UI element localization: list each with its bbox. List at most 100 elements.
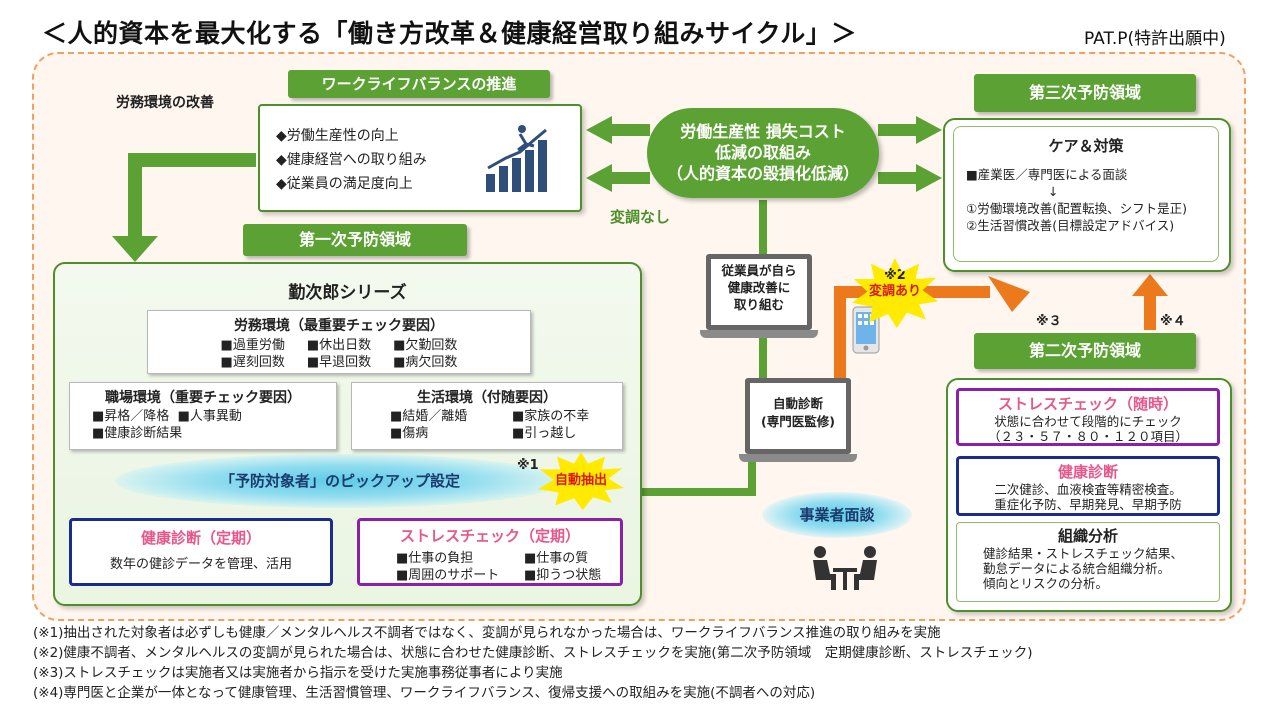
auto-diag-laptop: 自動診断 (専門医監修) — [739, 378, 857, 462]
labor-item: ■欠勤回数 — [393, 338, 458, 353]
workplace-title: 職場環境（重要チェック要因） — [105, 390, 301, 406]
arrow-wlb-to-primary — [128, 153, 256, 240]
laptop-screen: 従業員が自ら 健康改善に 取り組む — [706, 254, 812, 330]
tertiary-arrow-line: ↓ — [1048, 184, 1059, 199]
wlb-item: ◆健康経営への取り組み — [276, 152, 427, 168]
footnote: (※3)ストレスチェックは実施者又は実施者から指示を受けた実施事務従事者により実… — [33, 665, 563, 681]
tertiary-line: ②生活習慣改善(目標設定アドバイス) — [966, 218, 1175, 233]
arrowhead-tertiary-1 — [916, 116, 942, 144]
page-title: ＜人的資本を最大化する「働き方改革＆健康経営取り組みサイクル」＞ — [42, 19, 857, 48]
self-improve-text: 従業員が自ら 健康改善に 取り組む — [711, 262, 807, 313]
stress-check-items: ■仕事の負担 ■仕事の質 ■周囲のサポート ■抑うつ状態 — [396, 550, 620, 584]
tertiary-line: ①労働環境改善(配置転換、シフト是正) — [966, 201, 1187, 216]
wlb-item: ◆労働生産性の向上 — [276, 128, 399, 144]
secondary-health-title: 健康診断 — [1057, 463, 1118, 481]
tertiary-line: ■産業医／専門医による面談 — [966, 167, 1128, 182]
auto-diag-line: 自動診断 — [772, 396, 823, 411]
primary-box: 勤次郎シリーズ 労務環境（最重要チェック要因） ■過重労働 ■休出日数 ■欠勤回… — [53, 262, 642, 606]
life-items: ■結婚／離婚 ■家族の不幸 ■傷病 ■引っ越し — [390, 408, 622, 442]
center-goal: 労働生産性 損失コスト 低減の取組み （人的資本の毀損化低減） — [647, 108, 879, 198]
labor-item: ■病欠回数 — [393, 355, 458, 370]
tertiary-inner: ケア＆対策 ■産業医／専門医による面談 ↓ ①労働環境改善(配置転換、シフト是正… — [953, 126, 1219, 262]
health-check-box: 健康診断（定期） 数年の健診データを管理、活用 — [69, 518, 333, 586]
auto-diag-text: 自動診断 (専門医監修) — [750, 395, 846, 431]
arrowhead-wlb-1 — [586, 116, 612, 144]
wlb-header: ワークライフバランスの推進 — [288, 70, 550, 98]
health-check-desc: 数年の健診データを管理、活用 — [109, 557, 292, 572]
life-item: ■結婚／離婚 — [390, 409, 468, 424]
interview-glow: 事業者面談 — [762, 492, 912, 538]
secondary-header: 第二次予防領域 — [974, 333, 1196, 369]
tertiary-lines: ■産業医／専門医による面談 ↓ ①労働環境改善(配置転換、シフト是正) ②生活習… — [966, 166, 1218, 234]
no-change-label: 変調なし — [610, 208, 671, 226]
wlb-item: ◆従業員の満足度向上 — [276, 176, 413, 192]
labor-item: ■遅刻回数 — [220, 355, 285, 370]
labor-item: ■過重労働 — [220, 338, 285, 353]
self-improve-line: 従業員が自ら — [721, 263, 797, 278]
note4-marker: ※４ — [1160, 314, 1186, 329]
growth-chart-icon — [486, 125, 547, 192]
org-analysis-lines: 健診結果・ストレスチェック結果、 勤怠データによる統合組織分析。 傾向とリスクの… — [983, 546, 1219, 591]
stress-check-box: ストレスチェック（定期） ■仕事の負担 ■仕事の質 ■周囲のサポート ■抑うつ状… — [357, 518, 623, 586]
wlb-box: ◆労働生産性の向上 ◆健康経営への取り組み ◆従業員の満足度向上 — [258, 104, 582, 212]
wlb-items: ◆労働生産性の向上 ◆健康経営への取り組み ◆従業員の満足度向上 — [276, 124, 427, 196]
org-analysis-line: 勤怠データによる統合組織分析。 — [983, 561, 1171, 576]
workplace-item: ■人事異動 — [177, 409, 242, 424]
pickup-label: 「予防対象者」のピックアップ設定 — [219, 472, 460, 490]
self-improve-line: 取り組む — [733, 297, 784, 312]
arrowhead-tertiary-up — [1132, 274, 1168, 296]
stress-item: ■仕事の質 — [524, 551, 589, 566]
secondary-box: ストレスチェック（随時） 状態に合わせて段階的にチェック （２３・５７・８０・１… — [946, 378, 1232, 612]
org-analysis-box: 組織分析 健診結果・ストレスチェック結果、 勤怠データによる統合組織分析。 傾向… — [956, 522, 1220, 602]
stress-item: ■仕事の負担 — [396, 551, 474, 566]
life-item: ■傷病 — [390, 426, 429, 441]
secondary-stress-box: ストレスチェック（随時） 状態に合わせて段階的にチェック （２３・５７・８０・１… — [956, 388, 1220, 446]
arrowhead-primary — [112, 236, 158, 262]
org-analysis-title: 組織分析 — [1057, 527, 1118, 545]
center-line: （人的資本の毀損化低減） — [666, 164, 859, 183]
primary-header: 第一次予防領域 — [243, 224, 467, 256]
workplace-item: ■健康診断結果 — [92, 426, 183, 441]
labor-env-label: 労務環境の改善 — [116, 95, 214, 111]
patent-label: PAT.P(特許出願中) — [1084, 29, 1226, 49]
stress-check-title: ストレスチェック（定期） — [399, 527, 580, 545]
tertiary-header: 第三次予防領域 — [974, 74, 1196, 112]
auto-extract-label: 自動抽出 — [554, 473, 607, 488]
life-item: ■引っ越し — [512, 426, 577, 441]
workplace-item: ■昇格／降格 — [92, 409, 170, 424]
secondary-health-box: 健康診断 二次健診、血液検査等精密検査。 重症化予防、早期発見、早期予防 — [956, 456, 1220, 516]
interview-label: 事業者面談 — [799, 506, 875, 524]
pickup-glow: 「予防対象者」のピックアップ設定 — [115, 454, 565, 508]
org-analysis-line: 傾向とリスクの分析。 — [983, 576, 1109, 591]
secondary-stress-title: ストレスチェック（随時） — [997, 395, 1178, 413]
stress-item: ■周囲のサポート — [396, 568, 500, 583]
self-improve-laptop: 従業員が自ら 健康改善に 取り組む — [700, 254, 818, 338]
labor-box: 労務環境（最重要チェック要因） ■過重労働 ■休出日数 ■欠勤回数 ■遅刻回数 … — [147, 310, 531, 374]
secondary-health-line: 重症化予防、早期発見、早期予防 — [994, 497, 1182, 512]
tertiary-title: ケア＆対策 — [1048, 137, 1124, 155]
workplace-items: ■昇格／降格 ■人事異動 ■健康診断結果 — [92, 408, 336, 442]
center-goal-text: 労働生産性 損失コスト 低減の取組み （人的資本の毀損化低減） — [647, 121, 879, 184]
series-title: 勤次郎シリーズ — [288, 283, 407, 303]
life-title: 生活環境（付随要因） — [417, 390, 557, 406]
center-line: 労働生産性 損失コスト — [680, 122, 846, 141]
life-item: ■家族の不幸 — [512, 409, 590, 424]
stress-item: ■抑うつ状態 — [524, 568, 602, 583]
laptop-screen: 自動診断 (専門医監修) — [745, 378, 851, 454]
arrowhead-secondary — [988, 276, 1030, 312]
note2-marker: ※2 — [884, 268, 906, 283]
labor-title: 労務環境（最重要チェック要因） — [234, 318, 444, 334]
note1-marker: ※1 — [517, 458, 539, 473]
arrowhead-tertiary-2 — [916, 164, 942, 192]
laptop-base — [700, 330, 818, 338]
life-box: 生活環境（付随要因） ■結婚／離婚 ■家族の不幸 ■傷病 ■引っ越し — [351, 382, 623, 450]
org-analysis-line: 健診結果・ストレスチェック結果、 — [983, 546, 1184, 561]
change-burst-text: ※2 変調あり — [852, 258, 938, 300]
footnotes: (※1)抽出された対象者は必ずしも健康／メンタルヘルス不調者ではなく、変調が見ら… — [33, 623, 1032, 703]
footnote: (※2)健康不調者、メンタルヘルスの変調が見られた場合は、状態に合わせた健康診断… — [33, 645, 1033, 661]
note3-marker: ※３ — [1036, 314, 1062, 329]
health-check-title: 健康診断（定期） — [140, 529, 261, 547]
labor-item: ■休出日数 — [306, 338, 372, 353]
laptop-base — [739, 454, 857, 462]
